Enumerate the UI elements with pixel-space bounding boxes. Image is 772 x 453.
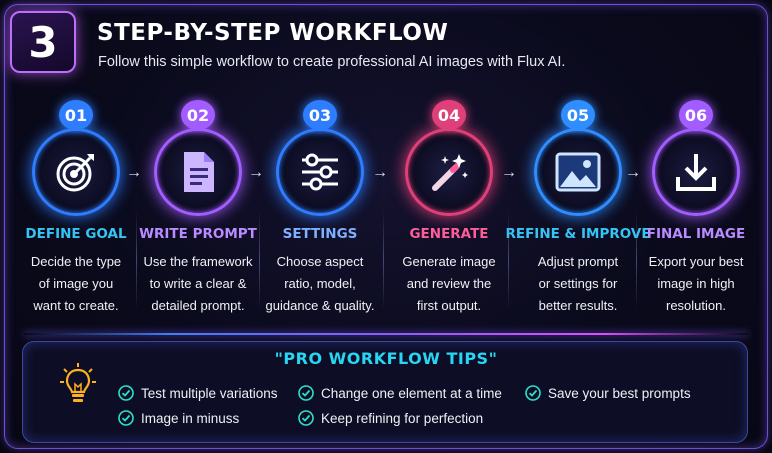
arrow-right-icon: → — [372, 164, 388, 181]
step-icon-ring — [534, 128, 622, 216]
desc-line: Use the framework — [143, 254, 253, 269]
arrow-right-icon: → — [501, 164, 517, 181]
step-number-badge: 06 — [679, 100, 713, 130]
step-label: FINAL IMAGE — [646, 226, 746, 242]
step-description: Adjust prompt or settings for better res… — [507, 251, 649, 317]
step-description: Generate image and review the first outp… — [378, 251, 520, 317]
tip-text: Keep refining for perfection — [321, 410, 484, 426]
desc-line: of image you — [38, 276, 114, 291]
arrow-right-icon: → — [248, 164, 264, 181]
section-number-badge: 3 — [10, 11, 76, 73]
check-circle-icon — [298, 410, 314, 426]
step-number-badge: 05 — [561, 100, 595, 130]
desc-line: and review the — [406, 276, 492, 291]
tip-text: Save your best prompts — [548, 385, 691, 401]
tips-title: "PRO WORKFLOW TIPS" — [274, 349, 498, 368]
desc-line: or settings for — [538, 276, 618, 291]
desc-line: ratio, model, — [284, 276, 356, 291]
step-label: SETTINGS — [282, 226, 358, 242]
glow-separator — [24, 333, 748, 335]
lightbulb-icon — [60, 363, 96, 402]
tip-text: Test multiple variations — [141, 385, 278, 401]
column-divider — [259, 210, 260, 310]
outer-frame — [4, 4, 768, 449]
desc-line: detailed prompt. — [151, 298, 245, 313]
download-icon — [676, 154, 716, 191]
step-label: GENERATE — [409, 226, 489, 242]
desc-line: guidance & quality. — [265, 298, 375, 313]
desc-line: image in high — [657, 276, 735, 291]
step-icon-ring — [32, 128, 120, 216]
column-divider — [136, 210, 137, 310]
column-divider — [636, 210, 637, 310]
check-circle-icon — [298, 385, 314, 401]
tip-item: Image in minuss — [118, 410, 239, 426]
check-circle-icon — [118, 385, 134, 401]
desc-line: Generate image — [402, 254, 496, 269]
image-icon — [555, 152, 601, 192]
column-divider — [383, 210, 384, 310]
page-title: STEP-BY-STEP WORKFLOW — [97, 20, 449, 46]
desc-line: better results. — [538, 298, 618, 313]
tip-item: Test multiple variations — [118, 385, 278, 401]
step-description: Use the framework to write a clear & det… — [127, 251, 269, 317]
tip-item: Change one element at a time — [298, 385, 502, 401]
desc-line: Export your best — [648, 254, 744, 269]
step-icon-ring — [276, 128, 364, 216]
step-icon-ring — [652, 128, 740, 216]
tip-text: Image in minuss — [141, 410, 240, 426]
desc-line: first output. — [416, 298, 482, 313]
desc-line: Adjust prompt — [537, 254, 619, 269]
desc-line: to write a clear & — [149, 276, 247, 291]
tip-item: Save your best prompts — [525, 385, 691, 401]
document-icon — [184, 152, 214, 192]
target-icon — [56, 154, 94, 192]
step-description: Choose aspect ratio, model, guidance & q… — [249, 251, 391, 317]
step-description: Decide the type of image you want to cre… — [5, 251, 147, 317]
step-description: Export your best image in high resolutio… — [625, 251, 767, 317]
step-label: DEFINE GOAL — [25, 226, 127, 242]
step-label: REFINE & IMPROVE — [505, 226, 651, 242]
step-number-badge: 01 — [59, 100, 93, 130]
step-icon-ring — [405, 128, 493, 216]
desc-line: want to create. — [33, 298, 119, 313]
step-number-badge: 02 — [181, 100, 215, 130]
step-number-badge: 04 — [432, 100, 466, 130]
desc-line: Decide the type — [30, 254, 122, 269]
column-divider — [508, 210, 509, 310]
desc-line: resolution. — [666, 298, 726, 313]
step-number-badge: 03 — [303, 100, 337, 130]
step-icon-ring — [154, 128, 242, 216]
check-circle-icon — [525, 385, 541, 401]
tip-item: Keep refining for perfection — [298, 410, 483, 426]
tip-text: Change one element at a time — [321, 385, 502, 401]
arrow-right-icon: → — [126, 164, 142, 181]
page-subtitle: Follow this simple workflow to create pr… — [98, 54, 566, 70]
desc-line: Choose aspect — [276, 254, 364, 269]
magic-wand-icon — [432, 154, 468, 191]
step-label: WRITE PROMPT — [139, 226, 257, 242]
arrow-right-icon: → — [625, 164, 641, 181]
check-circle-icon — [118, 410, 134, 426]
tips-panel — [22, 341, 748, 443]
sliders-icon — [302, 153, 338, 191]
